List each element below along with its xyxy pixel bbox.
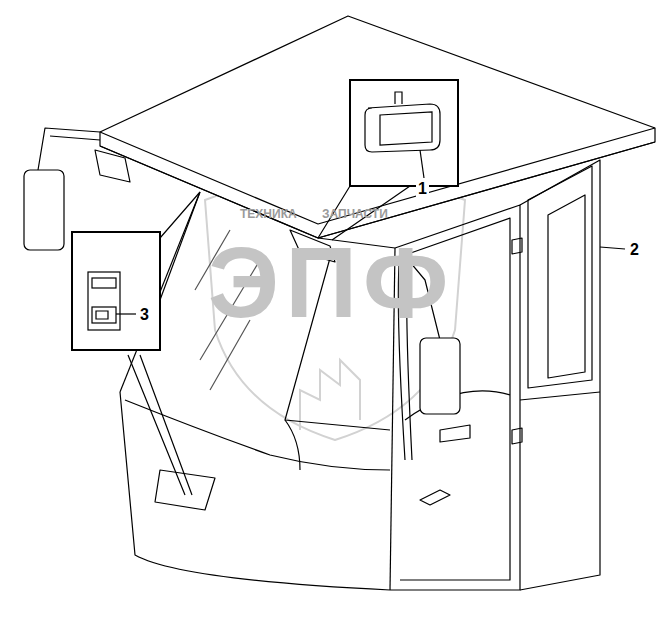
callout-number: 2 <box>628 241 641 259</box>
cab-outline <box>24 16 655 590</box>
watermark-text: ЗАПЧАСТИ <box>322 208 388 220</box>
callout-number: 3 <box>138 306 151 324</box>
callout-number: 1 <box>416 180 429 198</box>
inset-boxes <box>72 80 458 350</box>
watermark-shield <box>205 175 465 440</box>
watermark-text: ТЕХНИКА <box>240 208 297 220</box>
watermark-logo: ЭПФ <box>208 232 454 332</box>
